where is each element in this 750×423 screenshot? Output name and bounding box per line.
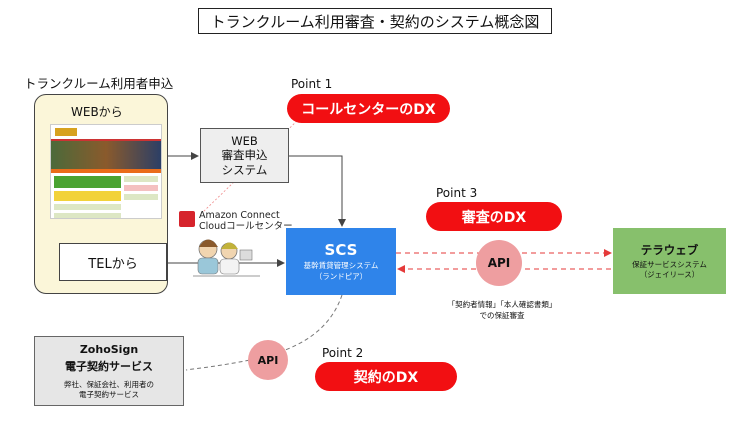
web-channel-label: WEBから	[71, 105, 123, 119]
point-2-label: Point 2	[322, 346, 364, 360]
web-system-line-3: システム	[221, 162, 268, 177]
point-2-pill: 契約のDX	[315, 362, 457, 391]
terraweb-line-1: 保証サービスシステム	[632, 259, 707, 269]
amazon-connect-label: Amazon Connect Cloudコールセンター	[199, 210, 293, 233]
web-system-line-2: 審査申込	[221, 148, 268, 163]
diagram-title: トランクルーム利用審査・契約のシステム概念図	[198, 8, 552, 34]
scs-title: SCS	[324, 241, 358, 260]
point-1-label: Point 1	[291, 77, 333, 91]
review-note-line-1: 「契約者情報」「本人確認書類」	[447, 300, 557, 309]
api-badge-guarantee: API	[476, 240, 522, 286]
zoho-desc-line-1: 弊社、保証会社、利用者の	[64, 380, 154, 389]
scs-line-1: 基幹賃貸管理システム	[303, 261, 379, 271]
operators-illustration	[193, 239, 260, 277]
tel-channel-box: TELから	[59, 243, 167, 281]
web-review-system-box: WEB 審査申込 システム	[200, 128, 289, 183]
arrow-system-to-scs	[289, 155, 346, 227]
web-system-line-1: WEB	[231, 133, 258, 148]
terraweb-title: テラウェブ	[640, 242, 699, 257]
zoho-desc-line-2: 電子契約サービス	[79, 390, 139, 400]
zohosign-box: ZohoSign 電子契約サービス 弊社、保証会社、利用者の 電子契約サービス	[34, 336, 184, 406]
point-3-label: Point 3	[436, 186, 478, 200]
callout-line-point1	[202, 117, 301, 213]
applicant-section-label: トランクルーム利用者申込	[24, 76, 174, 91]
point-3-pill: 審査のDX	[426, 202, 562, 231]
review-note-line-2: での保証審査	[479, 310, 525, 320]
website-thumbnail	[50, 124, 162, 219]
scs-system-box: SCS 基幹賃貸管理システム （ランドピア）	[286, 228, 396, 295]
amazon-connect-line-2: Cloudコールセンター	[199, 221, 293, 233]
amazon-connect-icon	[179, 211, 195, 227]
api-badge-contract: API	[248, 340, 288, 380]
zoho-title: ZohoSign	[79, 343, 139, 356]
terraweb-line-2: （ジェイリース）	[639, 270, 700, 279]
scs-line-2: （ランドピア）	[314, 271, 368, 281]
point-1-pill: コールセンターのDX	[287, 94, 450, 123]
guarantee-review-note: 「契約者情報」「本人確認書類」 での保証審査	[433, 300, 571, 321]
terraweb-system-box: テラウェブ 保証サービスシステム （ジェイリース）	[613, 228, 726, 294]
amazon-connect-line-1: Amazon Connect	[199, 210, 280, 221]
zoho-subtitle: 電子契約サービス	[65, 360, 153, 373]
